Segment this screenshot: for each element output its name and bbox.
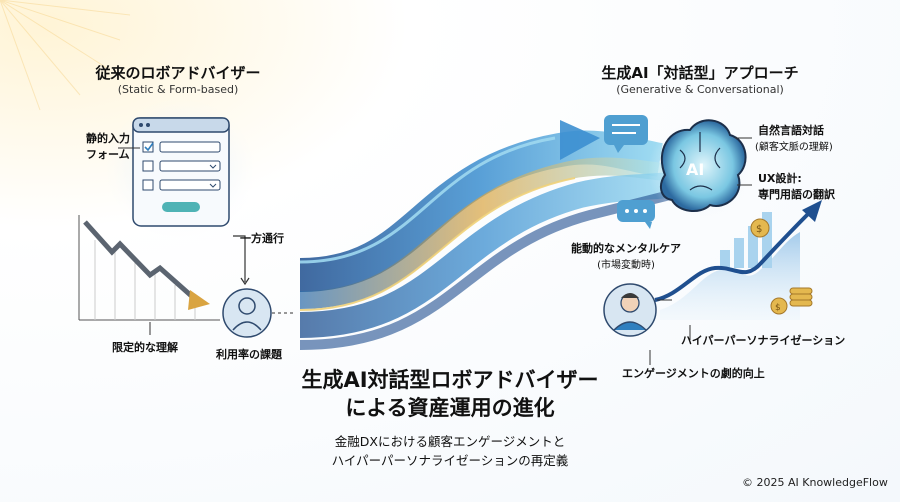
right-heading: 生成AI「対話型」アプローチ	[601, 64, 799, 82]
nlp-label: 自然言語対話	[758, 124, 824, 137]
main-title-line2: による資産運用の進化	[345, 396, 555, 420]
one-way-arrowhead	[240, 277, 250, 286]
user-icon	[222, 288, 272, 338]
svg-text:$: $	[775, 303, 781, 313]
ux-label-line1: UX設計:	[758, 172, 802, 185]
one-way-arrow	[233, 235, 246, 282]
ai-text: AI	[686, 160, 705, 179]
coin-icon: $	[750, 218, 770, 238]
hyper-personalization-label: ハイパーパーソナライゼーション	[681, 334, 846, 347]
growth-arrowhead	[802, 200, 822, 222]
sunburst-decoration	[0, 0, 131, 111]
growth-arrow-icon	[654, 208, 814, 302]
form-label-line1: 静的入力	[86, 132, 130, 145]
engagement-label: エンゲージメントの劇的向上	[622, 367, 765, 380]
flow-stream	[299, 120, 672, 350]
subtitle-line2: ハイパーパーソナライゼーションの再定義	[331, 453, 569, 468]
chat-bubble-icon	[604, 115, 648, 153]
brain-icon	[659, 119, 747, 212]
mental-care-label: 能動的なメンタルケア	[571, 242, 681, 255]
coin-stack-icon	[789, 287, 813, 307]
growth-chart	[660, 212, 800, 320]
limited-understanding-label: 限定的な理解	[112, 341, 178, 354]
ux-label-line2: 専門用語の翻訳	[758, 188, 835, 201]
chat-bubble-icon	[617, 200, 655, 229]
subtitle-line1: 金融DXにおける顧客エンゲージメントと	[334, 434, 566, 449]
user-icon	[603, 283, 657, 337]
usage-issue-label: 利用率の課題	[216, 348, 282, 361]
coin-icon: $	[770, 297, 788, 315]
main-title-line1: 生成AI対話型ロボアドバイザー	[301, 368, 599, 392]
nlp-sub-label: (顧客文脈の理解)	[755, 142, 833, 153]
form-label-line2: フォーム	[86, 148, 130, 161]
copyright: © 2025 AI KnowledgeFlow	[742, 476, 888, 489]
svg-text:$: $	[756, 224, 762, 235]
one-way-label: 一方通行	[240, 232, 284, 245]
mental-care-sub-label: (市場変動時)	[597, 260, 655, 271]
decline-arrowhead	[188, 290, 210, 310]
decline-arrow-icon	[83, 220, 198, 302]
left-heading-sub: (Static & Form-based)	[117, 83, 239, 96]
form-icon	[132, 117, 230, 227]
left-heading: 従来のロボアドバイザー	[95, 64, 261, 82]
right-heading-sub: (Generative & Conversational)	[616, 83, 784, 96]
